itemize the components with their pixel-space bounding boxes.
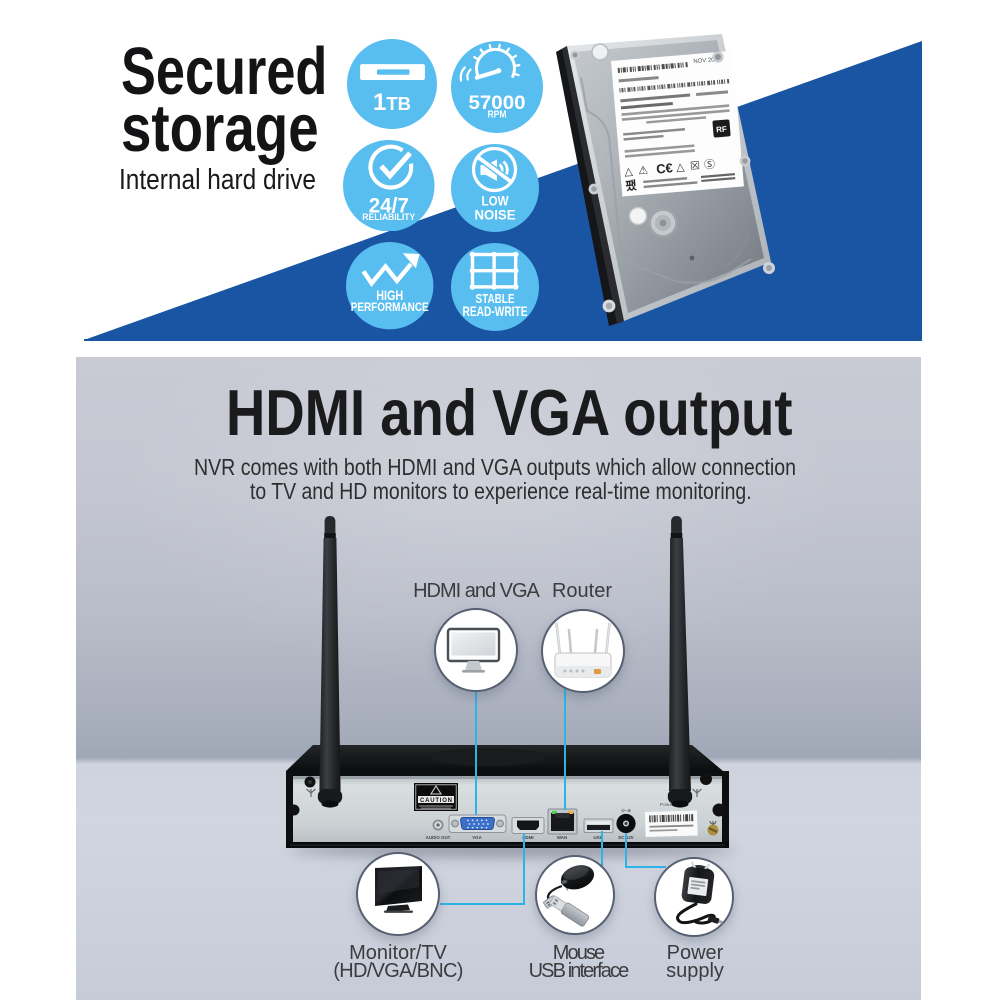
svg-text:LOW: LOW	[482, 192, 510, 208]
svg-text:C€: C€	[656, 160, 674, 176]
svg-text:NOV 2017: NOV 2017	[693, 57, 722, 65]
svg-text:PERFORMANCE: PERFORMANCE	[351, 300, 429, 314]
svg-text:24/7: 24/7	[369, 194, 409, 217]
svg-text:RELIABILITY: RELIABILITY	[362, 211, 415, 221]
svg-text:RF: RF	[716, 125, 727, 135]
svg-text:☒: ☒	[690, 160, 701, 173]
svg-text:57000: 57000	[468, 92, 525, 113]
svg-text:READ-WRITE: READ-WRITE	[463, 303, 528, 319]
svg-text:WAN: WAN	[557, 835, 567, 840]
svg-text:⚠: ⚠	[638, 164, 649, 177]
svg-text:1TB: 1TB	[373, 89, 411, 116]
svg-text:NOISE: NOISE	[475, 206, 516, 222]
svg-text:USB: USB	[593, 835, 602, 840]
svg-text:Ⓢ: Ⓢ	[703, 158, 715, 172]
svg-text:팼: 팼	[625, 177, 637, 193]
svg-text:⊝–⊕: ⊝–⊕	[621, 808, 631, 813]
svg-text:AUDIO OUT: AUDIO OUT	[426, 835, 451, 840]
svg-text:CAUTION: CAUTION	[420, 798, 452, 804]
svg-text:STABLE: STABLE	[476, 291, 515, 306]
svg-text:VGA: VGA	[472, 835, 482, 840]
svg-text:HDMI: HDMI	[522, 835, 533, 840]
svg-text:RPM: RPM	[487, 109, 506, 120]
svg-text:△: △	[624, 166, 634, 179]
svg-text:HIGH: HIGH	[376, 288, 403, 304]
svg-text:Power: Power	[660, 802, 675, 807]
svg-text:△: △	[676, 161, 686, 174]
